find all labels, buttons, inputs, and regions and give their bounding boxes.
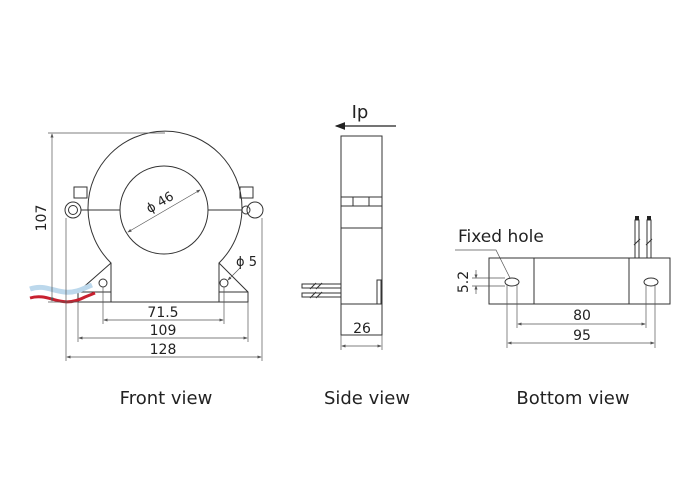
hole-diameter-label: ϕ 5 <box>236 255 257 270</box>
fixed-hole-right <box>643 277 659 287</box>
right-lug <box>246 201 264 219</box>
front-view-caption: Front view <box>119 388 213 409</box>
front-view: ϕ 46 ϕ 5 107 71.5 109 128 <box>29 130 264 361</box>
overall-width-label: 128 <box>150 342 177 358</box>
mount-hole-right <box>219 278 229 288</box>
overall-length-label: 95 <box>573 328 591 344</box>
hole-size-label: 5.2 <box>456 271 472 293</box>
base-width-label: 109 <box>150 323 177 339</box>
fixed-hole-label: Fixed hole <box>458 227 544 247</box>
current-direction-label: Ip <box>352 102 369 123</box>
side-view: Ip 26 <box>301 102 396 350</box>
inner-diameter-label: ϕ 46 <box>144 189 177 217</box>
side-view-caption: Side view <box>323 388 411 409</box>
left-tab <box>73 186 88 199</box>
fixed-hole-left <box>504 277 520 287</box>
side-body <box>340 135 383 336</box>
height-label: 107 <box>34 205 50 232</box>
bottom-wires <box>634 219 652 258</box>
right-tab <box>239 186 254 199</box>
wire-blue <box>29 282 93 295</box>
wire-red <box>29 291 96 304</box>
hole-spacing-label: 71.5 <box>147 305 178 321</box>
left-lug <box>64 201 82 219</box>
ct-body <box>77 130 249 303</box>
bottom-view: Fixed hole 5.2 80 95 <box>455 216 671 348</box>
hole-spacing-label: 80 <box>573 308 591 324</box>
side-wires <box>301 283 341 298</box>
bottom-body <box>488 257 671 305</box>
bottom-view-caption: Bottom view <box>516 388 630 409</box>
aperture <box>119 165 209 255</box>
mount-hole-left <box>98 278 108 288</box>
thickness-label: 26 <box>353 321 371 337</box>
